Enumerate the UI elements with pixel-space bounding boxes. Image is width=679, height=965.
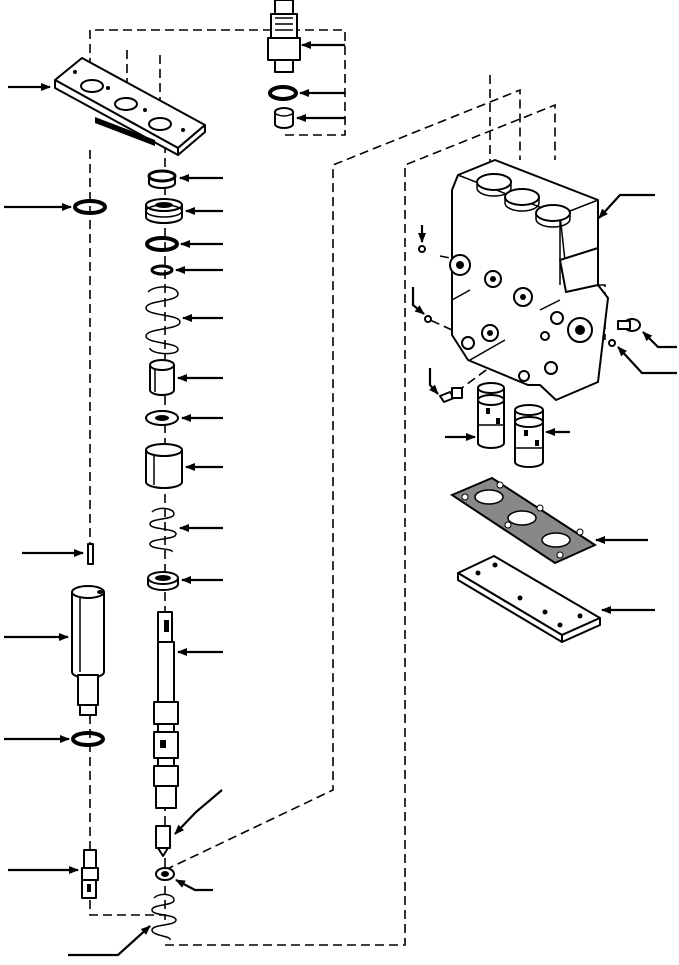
bushing-icon [477,382,505,449]
ball-icon [155,867,175,881]
spring-icon [145,286,181,355]
o-ring-icon [145,236,179,252]
o-ring-icon [268,85,298,101]
poppet-icon [155,825,171,857]
dowel-icon [424,315,432,323]
bushing-icon [514,404,544,468]
spool-icon [153,611,179,809]
leader-arrows [4,41,677,957]
plate-icon [457,555,601,643]
gasket-icon [449,476,598,565]
seal-icon [147,571,179,591]
o-ring-icon [71,731,105,747]
o-ring-icon [73,199,107,215]
plate-icon [54,57,206,156]
plug-icon [274,107,294,129]
spring-icon [151,893,177,941]
sleeve-icon [145,443,183,489]
o-ring-icon [150,264,174,276]
retainer-icon [145,198,183,224]
piston-icon [149,359,175,396]
washer-icon [145,410,179,426]
dowel-icon [608,339,616,347]
check-valve-icon [81,849,99,899]
seat-icon [147,169,177,189]
dowel-icon [418,245,426,253]
relief-valve-icon [267,0,301,73]
bolt-icon [439,387,463,403]
screw-icon [617,318,641,332]
plunger-icon [71,585,105,716]
spring-icon [149,507,177,553]
pin-icon [87,543,94,565]
valve-body-icon [449,159,609,401]
